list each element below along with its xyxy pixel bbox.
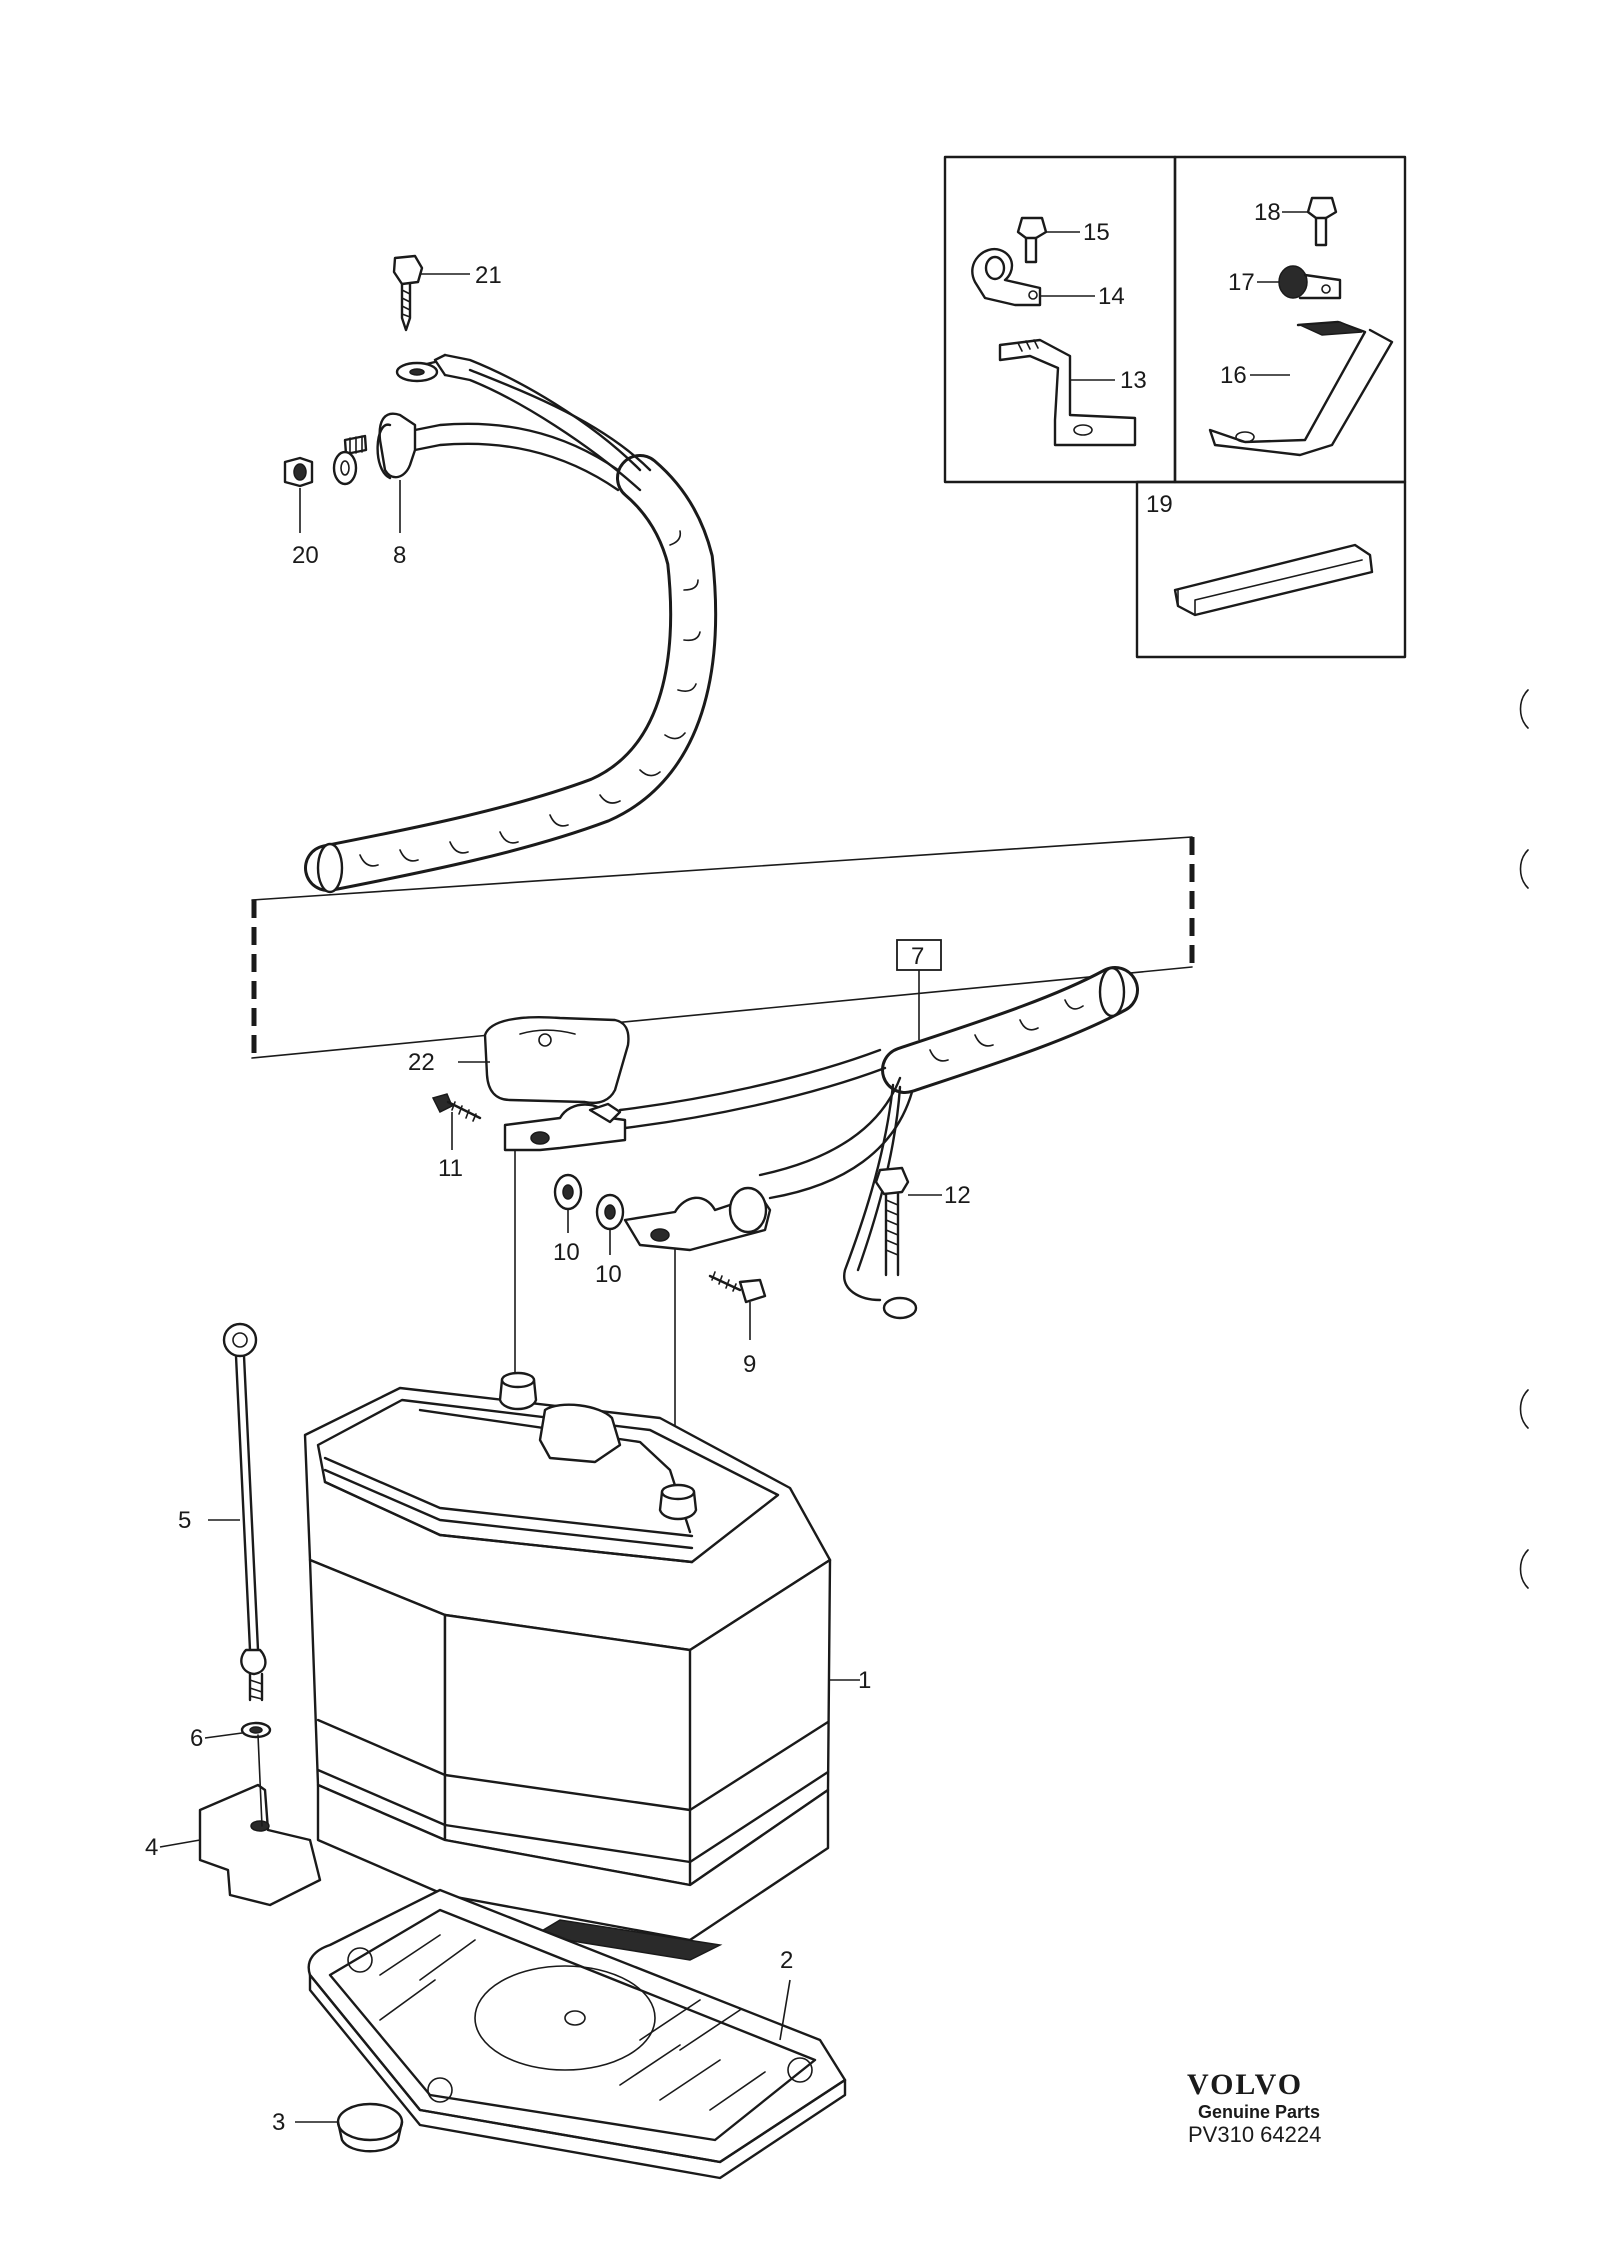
label-part-7: 7 — [911, 943, 924, 970]
clamp-14-drawing — [971, 247, 1042, 307]
upper-cable-harness — [283, 254, 718, 894]
label-part-4: 4 — [145, 1834, 158, 1861]
bracket-13-drawing — [998, 338, 1137, 447]
label-part-8: 8 — [393, 542, 406, 569]
label-part-19: 19 — [1146, 491, 1173, 518]
label-part-9: 9 — [743, 1351, 756, 1378]
label-part-17: 17 — [1228, 269, 1255, 296]
cable-break-band — [251, 836, 1195, 1059]
bracket-16-drawing — [1208, 320, 1394, 457]
clamp-17-drawing — [1278, 265, 1342, 300]
label-part-11: 11 — [438, 1155, 463, 1182]
label-part-21: 21 — [475, 262, 502, 289]
label-part-13: 13 — [1120, 367, 1147, 394]
inset-detail-boxes — [943, 155, 1407, 659]
branding-block: VOLVO Genuine Parts PV310 64224 — [1187, 2068, 1321, 2147]
bolt-15-drawing — [1016, 216, 1048, 264]
label-part-15: 15 — [1083, 219, 1110, 246]
label-part-5: 5 — [178, 1507, 191, 1534]
brand-logo: VOLVO — [1187, 2068, 1303, 2101]
bolt-18-drawing — [1306, 196, 1338, 247]
battery-tray-drawing — [307, 1888, 847, 2180]
margin-marks — [1519, 689, 1529, 1589]
label-part-10b: 10 — [595, 1261, 622, 1288]
label-part-22: 22 — [408, 1049, 435, 1076]
label-part-1: 1 — [858, 1667, 871, 1694]
leader-lines — [159, 211, 1308, 2123]
hold-down-parts-drawing — [198, 1322, 322, 1907]
strip-19-drawing — [1173, 543, 1374, 617]
label-part-3: 3 — [272, 2109, 285, 2136]
label-part-16: 16 — [1220, 362, 1247, 389]
battery-drawing — [303, 1371, 832, 1961]
label-part-6: 6 — [190, 1725, 203, 1752]
label-part-2: 2 — [780, 1947, 793, 1974]
label-part-14: 14 — [1098, 283, 1125, 310]
plug-3-drawing — [336, 2102, 404, 2153]
label-part-7-box — [896, 939, 942, 971]
diagram-code: PV310 64224 — [1188, 2122, 1321, 2147]
brand-tagline: Genuine Parts — [1198, 2102, 1320, 2122]
label-part-12: 12 — [944, 1182, 971, 1209]
part-number-labels: 1 2 3 4 5 6 7 8 9 10 10 11 12 13 14 15 1… — [145, 199, 1281, 2136]
label-part-10a: 10 — [553, 1239, 580, 1266]
label-part-18: 18 — [1254, 199, 1281, 226]
label-part-20: 20 — [292, 542, 319, 569]
lower-cable-harness — [431, 966, 1139, 1471]
